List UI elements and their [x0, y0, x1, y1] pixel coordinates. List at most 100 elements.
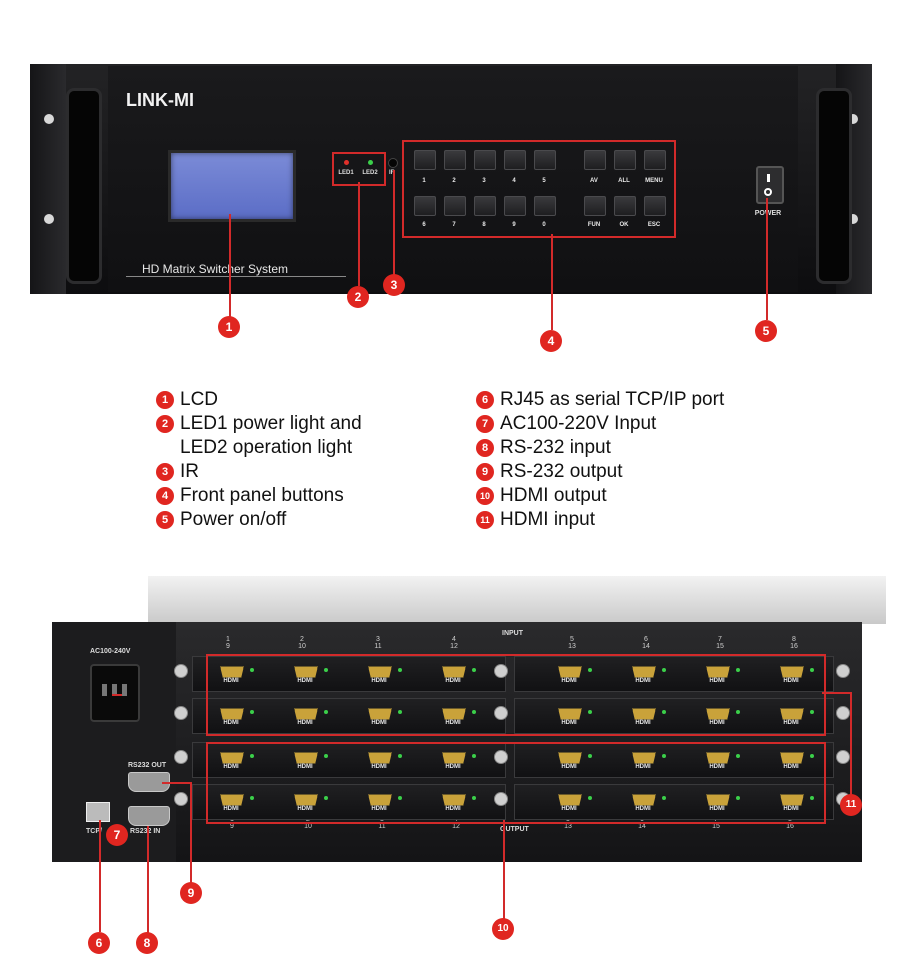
- legend-badge: 2: [156, 415, 174, 433]
- left-handle: [66, 88, 102, 284]
- power-switch[interactable]: [756, 166, 784, 204]
- port-status-led: [736, 796, 740, 800]
- power-off-mark: [764, 188, 772, 196]
- key-menu[interactable]: [644, 150, 666, 170]
- key-3[interactable]: [474, 150, 496, 170]
- key-6[interactable]: [414, 196, 436, 216]
- callout-11: 11: [840, 794, 862, 816]
- rs232-in-label: RS232 IN: [130, 828, 161, 835]
- rs232-out-label: RS232 OUT: [128, 762, 167, 769]
- brand-logo: LINK-MI: [126, 90, 194, 110]
- hdmi-port-label: HDMI: [223, 678, 239, 684]
- screw: [836, 664, 850, 678]
- port-status-led: [250, 668, 254, 672]
- key-av[interactable]: [584, 150, 606, 170]
- screw: [174, 792, 188, 806]
- key-label: ALL: [618, 178, 630, 184]
- hdmi-port-label: HDMI: [371, 720, 387, 726]
- callout-line: [393, 170, 395, 276]
- key-7[interactable]: [444, 196, 466, 216]
- hdmi-port-label: HDMI: [783, 764, 799, 770]
- ac-power-socket[interactable]: [90, 664, 140, 722]
- screw: [174, 750, 188, 764]
- callout-line: [551, 234, 553, 330]
- key-esc[interactable]: [644, 196, 666, 216]
- key-5[interactable]: [534, 150, 556, 170]
- hdmi-port-label: HDMI: [445, 764, 461, 770]
- ac-label: AC100-240V: [90, 648, 131, 655]
- key-0[interactable]: [534, 196, 556, 216]
- keypad-highlight-box: [402, 140, 676, 238]
- hdmi-port-label: HDMI: [223, 806, 239, 812]
- screw: [836, 706, 850, 720]
- hdmi-port-label: HDMI: [297, 806, 313, 812]
- key-9[interactable]: [504, 196, 526, 216]
- port-status-led: [472, 710, 476, 714]
- rj45-port[interactable]: [86, 802, 110, 822]
- key-label: 9: [512, 222, 516, 228]
- key-label: 8: [482, 222, 486, 228]
- key-1[interactable]: [414, 150, 436, 170]
- key-label: 7: [452, 222, 456, 228]
- hdmi-port-label: HDMI: [561, 764, 577, 770]
- key-label: 5: [542, 178, 546, 184]
- product-subtitle: HD Matrix Switcher System: [142, 262, 289, 276]
- port-status-led: [662, 668, 666, 672]
- key-ok[interactable]: [614, 196, 636, 216]
- callout-line: [190, 782, 192, 884]
- key-2[interactable]: [444, 150, 466, 170]
- key-label: 6: [422, 222, 426, 228]
- port-status-led: [736, 668, 740, 672]
- rs232-in-port[interactable]: [128, 806, 170, 826]
- callout-line: [147, 826, 149, 934]
- callout-4: 4: [540, 330, 562, 352]
- hdmi-port-label: HDMI: [297, 764, 313, 770]
- led1-indicator: [344, 160, 349, 165]
- legend-badge: 1: [156, 391, 174, 409]
- legend-badge: 7: [476, 415, 494, 433]
- legend-badge: 5: [156, 511, 174, 529]
- hdmi-port-label: HDMI: [445, 806, 461, 812]
- port-status-led: [250, 710, 254, 714]
- hdmi-port-label: HDMI: [445, 720, 461, 726]
- port-status-led: [662, 710, 666, 714]
- hdmi-port-label: HDMI: [709, 806, 725, 812]
- callout-2: 2: [347, 286, 369, 308]
- input-card-row: [514, 656, 834, 692]
- rack-hole: [848, 214, 858, 224]
- callout-line: [766, 198, 768, 320]
- hdmi-port-label: HDMI: [709, 678, 725, 684]
- hdmi-port-label: HDMI: [561, 720, 577, 726]
- key-label: AV: [590, 178, 598, 184]
- screw: [494, 664, 508, 678]
- hdmi-port-label: HDMI: [635, 764, 651, 770]
- key-8[interactable]: [474, 196, 496, 216]
- key-fun[interactable]: [584, 196, 606, 216]
- callout-8: 8: [136, 932, 158, 954]
- callout-line: [358, 182, 360, 286]
- key-all[interactable]: [614, 150, 636, 170]
- screw: [836, 750, 850, 764]
- ac-pin: [112, 684, 117, 696]
- port-status-led: [324, 710, 328, 714]
- rear-top-cover: [148, 576, 886, 624]
- port-status-led: [324, 796, 328, 800]
- port-status-led: [324, 754, 328, 758]
- hdmi-port-label: HDMI: [371, 764, 387, 770]
- subtitle-underline: [126, 276, 346, 277]
- legend-text: IR: [180, 461, 199, 482]
- legend-item: LED2 operation light: [156, 436, 362, 460]
- hdmi-port-label: HDMI: [635, 678, 651, 684]
- callout-line: [822, 692, 852, 694]
- right-handle: [816, 88, 852, 284]
- key-4[interactable]: [504, 150, 526, 170]
- legend-badge: 10: [476, 487, 494, 505]
- port-status-led: [810, 754, 814, 758]
